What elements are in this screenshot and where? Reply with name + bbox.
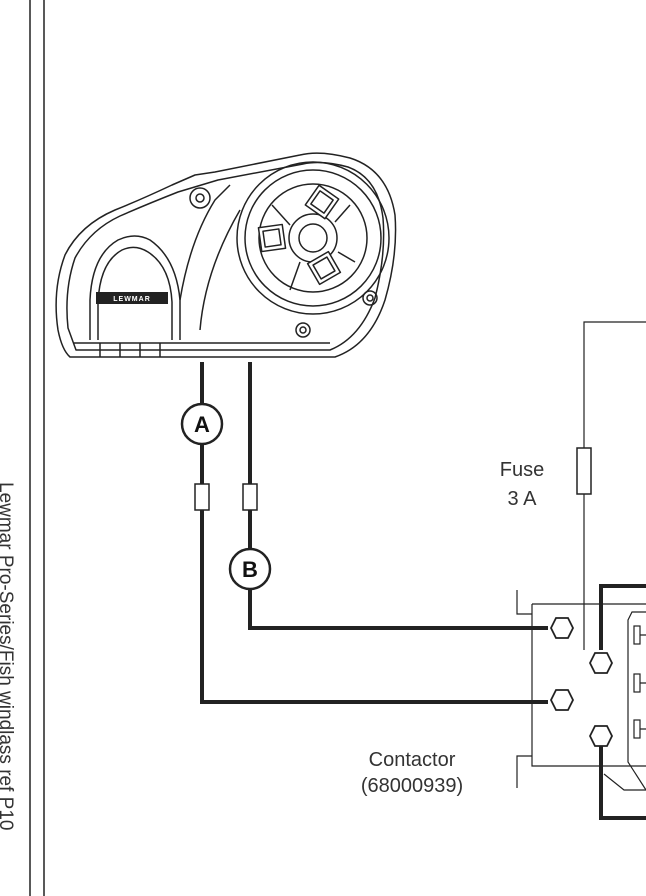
page-margin-rules — [29, 0, 45, 896]
terminal-a — [549, 689, 575, 711]
fuse-label: Fuse — [500, 459, 544, 481]
windlass-illustration — [55, 152, 397, 358]
terminal-top-right — [588, 652, 614, 674]
fuse-rating: 3 A — [508, 488, 538, 510]
side-title: Lewmar Pro-Series/Fish windlass ref P10 — [0, 482, 16, 830]
callout-a — [180, 402, 224, 446]
callout-a-label: A — [194, 412, 210, 437]
contactor-part-number: (68000939) — [361, 775, 463, 797]
contactor-terminals — [549, 617, 614, 747]
contactor-body — [516, 590, 646, 791]
terminal-bottom-right — [588, 725, 614, 747]
coil-terminals — [633, 625, 646, 739]
brand-plate-text: LEWMAR — [113, 296, 151, 303]
fuse-wire — [583, 321, 646, 650]
contactor-label: Contactor — [369, 749, 456, 771]
fuse-symbol — [576, 447, 592, 495]
cable-a — [200, 362, 548, 704]
cable-a-connector — [194, 483, 210, 511]
brand-plate — [96, 292, 168, 304]
contactor-heavy-wires — [599, 584, 646, 820]
callout-b — [228, 547, 272, 591]
cable-b-connector — [242, 483, 258, 511]
terminal-b — [549, 617, 575, 639]
callout-b-label: B — [242, 557, 258, 582]
cable-b — [248, 362, 548, 630]
